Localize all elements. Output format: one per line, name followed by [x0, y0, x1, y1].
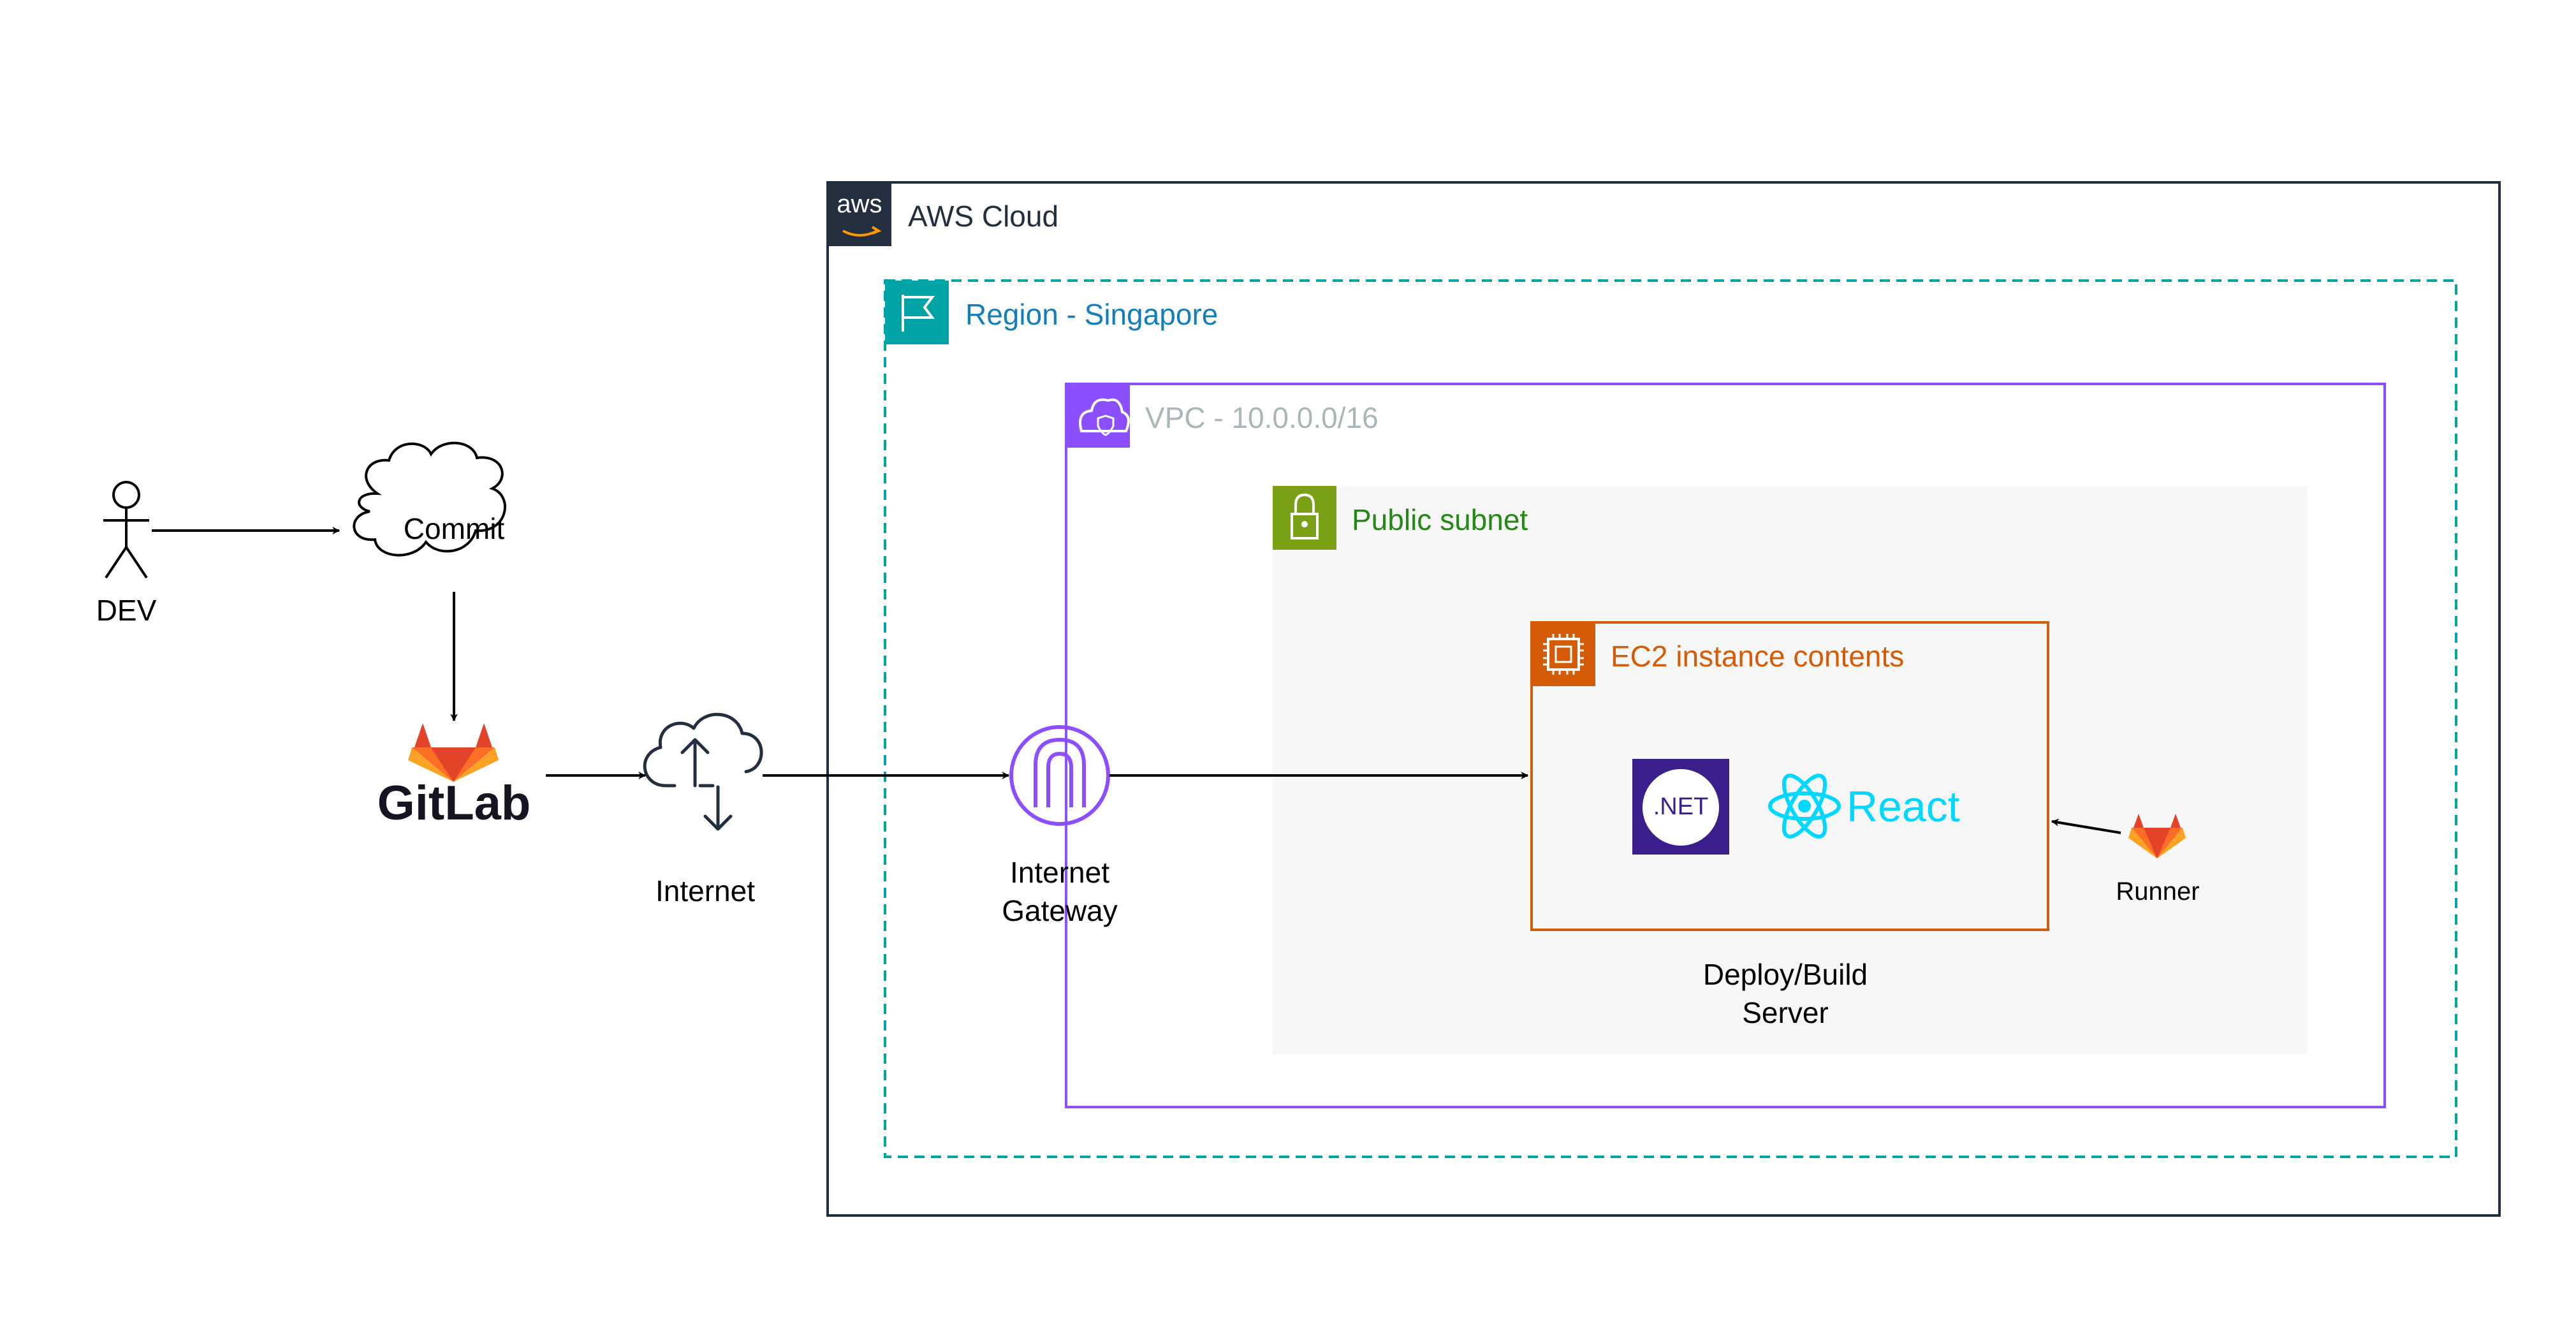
- deploy-build-server-label-line1: Deploy/Build: [1702, 958, 1868, 991]
- dev-label: DEV: [96, 594, 157, 627]
- actor-icon: [103, 481, 149, 579]
- ec2-instance-label: EC2 instance contents: [1611, 640, 1905, 673]
- dotnet-logo-icon: [1632, 759, 1729, 855]
- region-flag-icon: [885, 281, 949, 344]
- region-label: Region - Singapore: [965, 298, 1218, 331]
- edge-runner-to-ec2: [2051, 818, 2121, 834]
- internet-gateway-label: Internet Gateway: [976, 853, 1144, 930]
- aws-logo-text: aws: [837, 190, 882, 218]
- aws-cloud-group: [826, 181, 2501, 1217]
- internet-gateway-label-line1: Internet: [1010, 856, 1109, 889]
- deploy-build-server-label: Deploy/Build Server: [1658, 955, 1913, 1032]
- cloud-shape-icon: [353, 441, 506, 557]
- dotnet-label: .NET: [1653, 793, 1709, 820]
- vpc-label: VPC - 10.0.0.0/16: [1145, 401, 1379, 434]
- deploy-build-server-label-line2: Server: [1742, 996, 1829, 1029]
- aws-cloud-label: AWS Cloud: [908, 200, 1059, 233]
- internet-label: Internet: [655, 874, 755, 907]
- region-group: [884, 279, 2457, 1158]
- gitlab-logo-icon: [408, 723, 499, 782]
- runner-label: Runner: [2116, 877, 2200, 906]
- react-atom-icon: [1768, 774, 1841, 839]
- internet-gateway-icon: [1009, 725, 1110, 826]
- vpc-group: [1065, 383, 2386, 1108]
- lock-icon: [1273, 486, 1336, 550]
- gitlab-runner-icon: [2128, 814, 2186, 858]
- ec2-chip-icon: [1532, 622, 1595, 686]
- aws-logo-icon: [828, 182, 891, 246]
- internet-cloud-icon: [643, 712, 763, 831]
- react-label: React: [1847, 782, 1960, 831]
- gitlab-label: GitLab: [377, 776, 531, 830]
- vpc-cloud-shield-icon: [1066, 384, 1130, 448]
- commit-label: Commit: [403, 512, 505, 545]
- internet-gateway-label-line2: Gateway: [1002, 894, 1118, 927]
- public-subnet-label: Public subnet: [1352, 503, 1528, 536]
